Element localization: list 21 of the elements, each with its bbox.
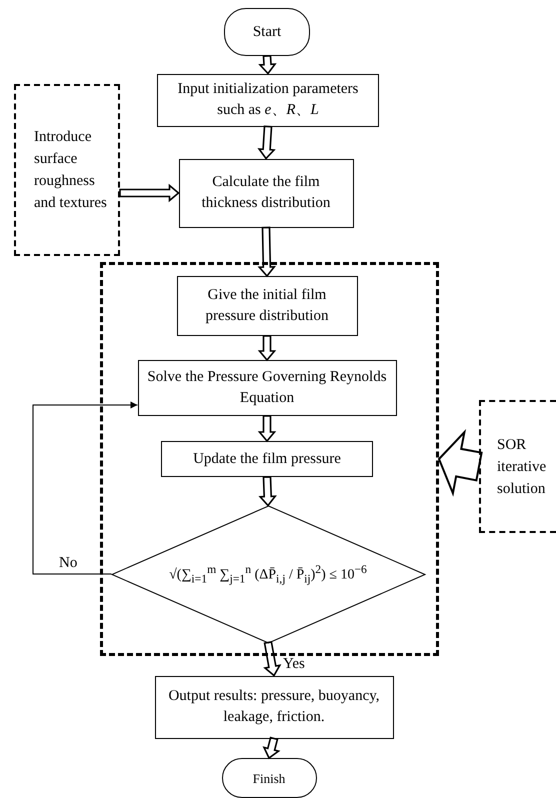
hollow-arrow [438,429,483,497]
process-box: Calculate the film thickness distribution [178,158,354,228]
process-box: Give the initial film pressure distribution [176,276,358,336]
decision-diamond: √(∑$_{i=1}$$^{m}$ ∑$_{j=1}$$^{n}$ (ΔP̄$_{i,j}$ / P̄$_{ij}$)$^{2}$) ≤ 10$^{−6}$ [112,506,424,642]
hollow-arrow [119,184,180,202]
hollow-arrow [258,415,276,442]
hollow-arrow [258,476,277,507]
process-box: Update the film pressure [161,441,373,477]
process-box: Solve the Pressure Governing Reynolds Equation [138,360,396,416]
hollow-arrow [258,335,276,362]
hollow-arrow [258,226,276,278]
hollow-arrow [257,125,276,160]
hollow-arrow [262,736,280,760]
terminal-shape: Finish [222,758,316,798]
process-box: Output results: pressure, buoyancy, leakage, friction. [154,676,394,738]
hollow-arrow [258,54,277,75]
terminal-shape: Start [224,8,310,56]
hollow-arrow [263,640,282,677]
dashed-note-box: Introduce surface roughness and textures [14,84,120,256]
process-box: Input initialization parameters such as e、R、L [157,74,379,126]
loop-arrow [32,402,138,574]
